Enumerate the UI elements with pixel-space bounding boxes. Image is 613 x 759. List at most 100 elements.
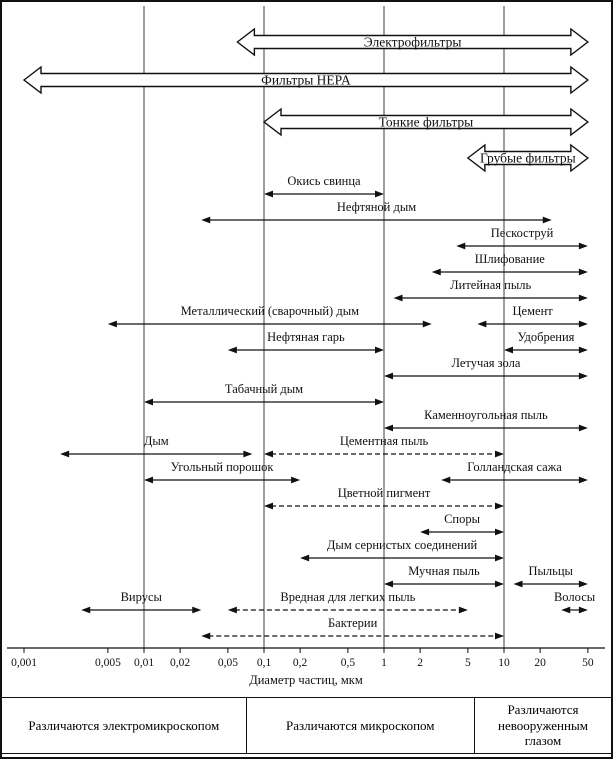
particle-range-label: Мучная пыль bbox=[408, 564, 480, 578]
particle-range-arrowhead-left bbox=[201, 216, 211, 224]
particle-range-arrowhead-left bbox=[264, 450, 273, 458]
particle-range-arrowhead-right bbox=[578, 606, 588, 614]
particle-range-label: Металлический (сварочный) дым bbox=[181, 304, 359, 318]
particle-range-label: Цветной пигмент bbox=[338, 486, 431, 500]
particle-range-arrowhead-right bbox=[495, 632, 504, 640]
filter-band-label: Грубые фильтры bbox=[480, 151, 576, 166]
particle-range-arrowhead-right bbox=[243, 450, 253, 458]
x-axis-tick-label: 0,01 bbox=[134, 657, 154, 669]
x-axis-tick-label: 10 bbox=[498, 657, 510, 669]
particle-range-label: Пыльцы bbox=[528, 564, 573, 578]
particle-range-arrowhead-left bbox=[264, 502, 273, 510]
particle-range-label: Табачный дым bbox=[225, 382, 303, 396]
particle-range-arrowhead-right bbox=[375, 346, 384, 354]
filter-band-label: Электрофильтры bbox=[364, 35, 462, 50]
x-axis-tick-label: 50 bbox=[582, 657, 594, 669]
particle-range-arrowhead-left bbox=[107, 320, 117, 328]
particle-range-label: Цементная пыль bbox=[340, 434, 429, 448]
x-axis-tick-label: 1 bbox=[381, 657, 387, 669]
particle-range-arrowhead-right bbox=[495, 528, 504, 536]
footer-cell-microscope: Различаются микроскопом bbox=[245, 698, 474, 753]
particle-range-arrowhead-right bbox=[375, 398, 384, 406]
filter-band-label: Тонкие фильтры bbox=[379, 115, 474, 130]
particle-range-arrowhead-left bbox=[504, 346, 513, 354]
particle-range-arrowhead-right bbox=[495, 502, 504, 510]
x-axis-title: Диаметр частиц, мкм bbox=[249, 673, 363, 687]
particle-range-arrowhead-right bbox=[495, 554, 504, 562]
particle-range-arrowhead-left bbox=[420, 528, 430, 536]
particle-range-label: Шлифование bbox=[475, 252, 546, 266]
x-axis-tick-label: 0,2 bbox=[293, 657, 308, 669]
particle-range-arrowhead-left bbox=[393, 294, 403, 302]
particle-range-arrowhead-right bbox=[495, 580, 504, 588]
particle-range-arrowhead-right bbox=[578, 320, 588, 328]
particle-range-arrowhead-left bbox=[513, 580, 523, 588]
particle-range-arrowhead-right bbox=[578, 424, 588, 432]
x-axis-tick-label: 5 bbox=[465, 657, 471, 669]
particle-size-chart: 0,001 0,005 0,01 0,02 0,05 0,1 0,2 0,5 1 2 5 10 20 50… bbox=[2, 2, 610, 694]
particle-range-arrowhead-right bbox=[578, 580, 588, 588]
x-axis-tick-label: 0,02 bbox=[170, 657, 190, 669]
particle-range-arrowhead-right bbox=[192, 606, 202, 614]
particle-range-arrowhead-right bbox=[578, 372, 588, 380]
particle-range-arrowhead-right bbox=[542, 216, 552, 224]
x-axis-tick-label: 20 bbox=[534, 657, 546, 669]
particle-range-arrowhead-left bbox=[60, 450, 70, 458]
particle-range-label: Цемент bbox=[513, 304, 554, 318]
x-axis-tick-label: 0,05 bbox=[218, 657, 238, 669]
particle-range-label: Споры bbox=[444, 512, 481, 526]
footer-cell-naked-eye: Различаются невооруженным глазом bbox=[473, 698, 611, 753]
particle-range-arrowhead-right bbox=[578, 346, 588, 354]
particle-range-arrowhead-left bbox=[227, 606, 237, 614]
particle-range-arrowhead-left bbox=[144, 476, 153, 484]
particle-range-label: Удобрения bbox=[517, 330, 574, 344]
filter-band-arrow bbox=[236, 27, 590, 57]
particle-range-arrowhead-left bbox=[300, 554, 310, 562]
x-axis-tick-label: 0,1 bbox=[257, 657, 272, 669]
particle-range-arrowhead-left bbox=[431, 268, 441, 276]
particle-range-label: Бактерии bbox=[328, 616, 378, 630]
particle-range-arrowhead-left bbox=[81, 606, 91, 614]
filter-band-arrow bbox=[466, 143, 590, 173]
particle-range-label: Вредная для легких пыль bbox=[280, 590, 415, 604]
x-axis-tick-label: 0,005 bbox=[95, 657, 121, 669]
particle-range-arrowhead-left bbox=[456, 242, 466, 250]
x-axis-tick-label: 0,5 bbox=[341, 657, 356, 669]
particle-range-arrowhead-right bbox=[578, 294, 588, 302]
visibility-footer-table: Различаются электромикроскопом Различают… bbox=[2, 697, 611, 754]
particle-range-label: Нефтяной дым bbox=[337, 200, 416, 214]
particle-range-label: Голландская сажа bbox=[467, 460, 562, 474]
particle-range-arrowhead-right bbox=[578, 268, 588, 276]
particle-range-arrowhead-right bbox=[578, 476, 588, 484]
particle-range-arrowhead-left bbox=[201, 632, 211, 640]
particle-range-arrowhead-right bbox=[578, 242, 588, 250]
particle-range-arrowhead-right bbox=[422, 320, 432, 328]
particle-range-arrowhead-left bbox=[144, 398, 153, 406]
particle-range-label: Пескоструй bbox=[491, 226, 554, 240]
particle-range-label: Вирусы bbox=[121, 590, 163, 604]
particle-range-arrowhead-left bbox=[264, 190, 273, 198]
particle-range-arrowhead-left bbox=[227, 346, 237, 354]
particle-range-arrowhead-right bbox=[291, 476, 301, 484]
particle-range-label: Летучая зола bbox=[451, 356, 520, 370]
particle-range-label: Угольный порошок bbox=[171, 460, 275, 474]
filter-band-label: Фильтры HEPA bbox=[261, 73, 351, 88]
particle-range-arrowhead-left bbox=[384, 424, 393, 432]
x-axis-tick-label: 2 bbox=[417, 657, 423, 669]
footer-cell-electron-microscope: Различаются электромикроскопом bbox=[28, 717, 220, 733]
particle-range-label: Окись свинца bbox=[287, 174, 361, 188]
particle-range-label: Каменноугольная пыль bbox=[424, 408, 548, 422]
particle-range-label: Дым сернистых соединений bbox=[327, 538, 478, 552]
particle-range-arrowhead-left bbox=[384, 580, 393, 588]
filter-band-arrow bbox=[22, 65, 590, 95]
particle-range-arrowhead-left bbox=[441, 476, 451, 484]
particle-range-label: Литейная пыль bbox=[450, 278, 531, 292]
x-axis-tick-label: 0,001 bbox=[11, 657, 37, 669]
particle-range-arrowhead-left bbox=[384, 372, 393, 380]
particle-range-arrowhead-right bbox=[458, 606, 468, 614]
particle-range-arrowhead-left bbox=[477, 320, 487, 328]
particle-range-label: Дым bbox=[144, 434, 169, 448]
particle-range-arrowhead-right bbox=[375, 190, 384, 198]
particle-range-arrowhead-right bbox=[495, 450, 504, 458]
